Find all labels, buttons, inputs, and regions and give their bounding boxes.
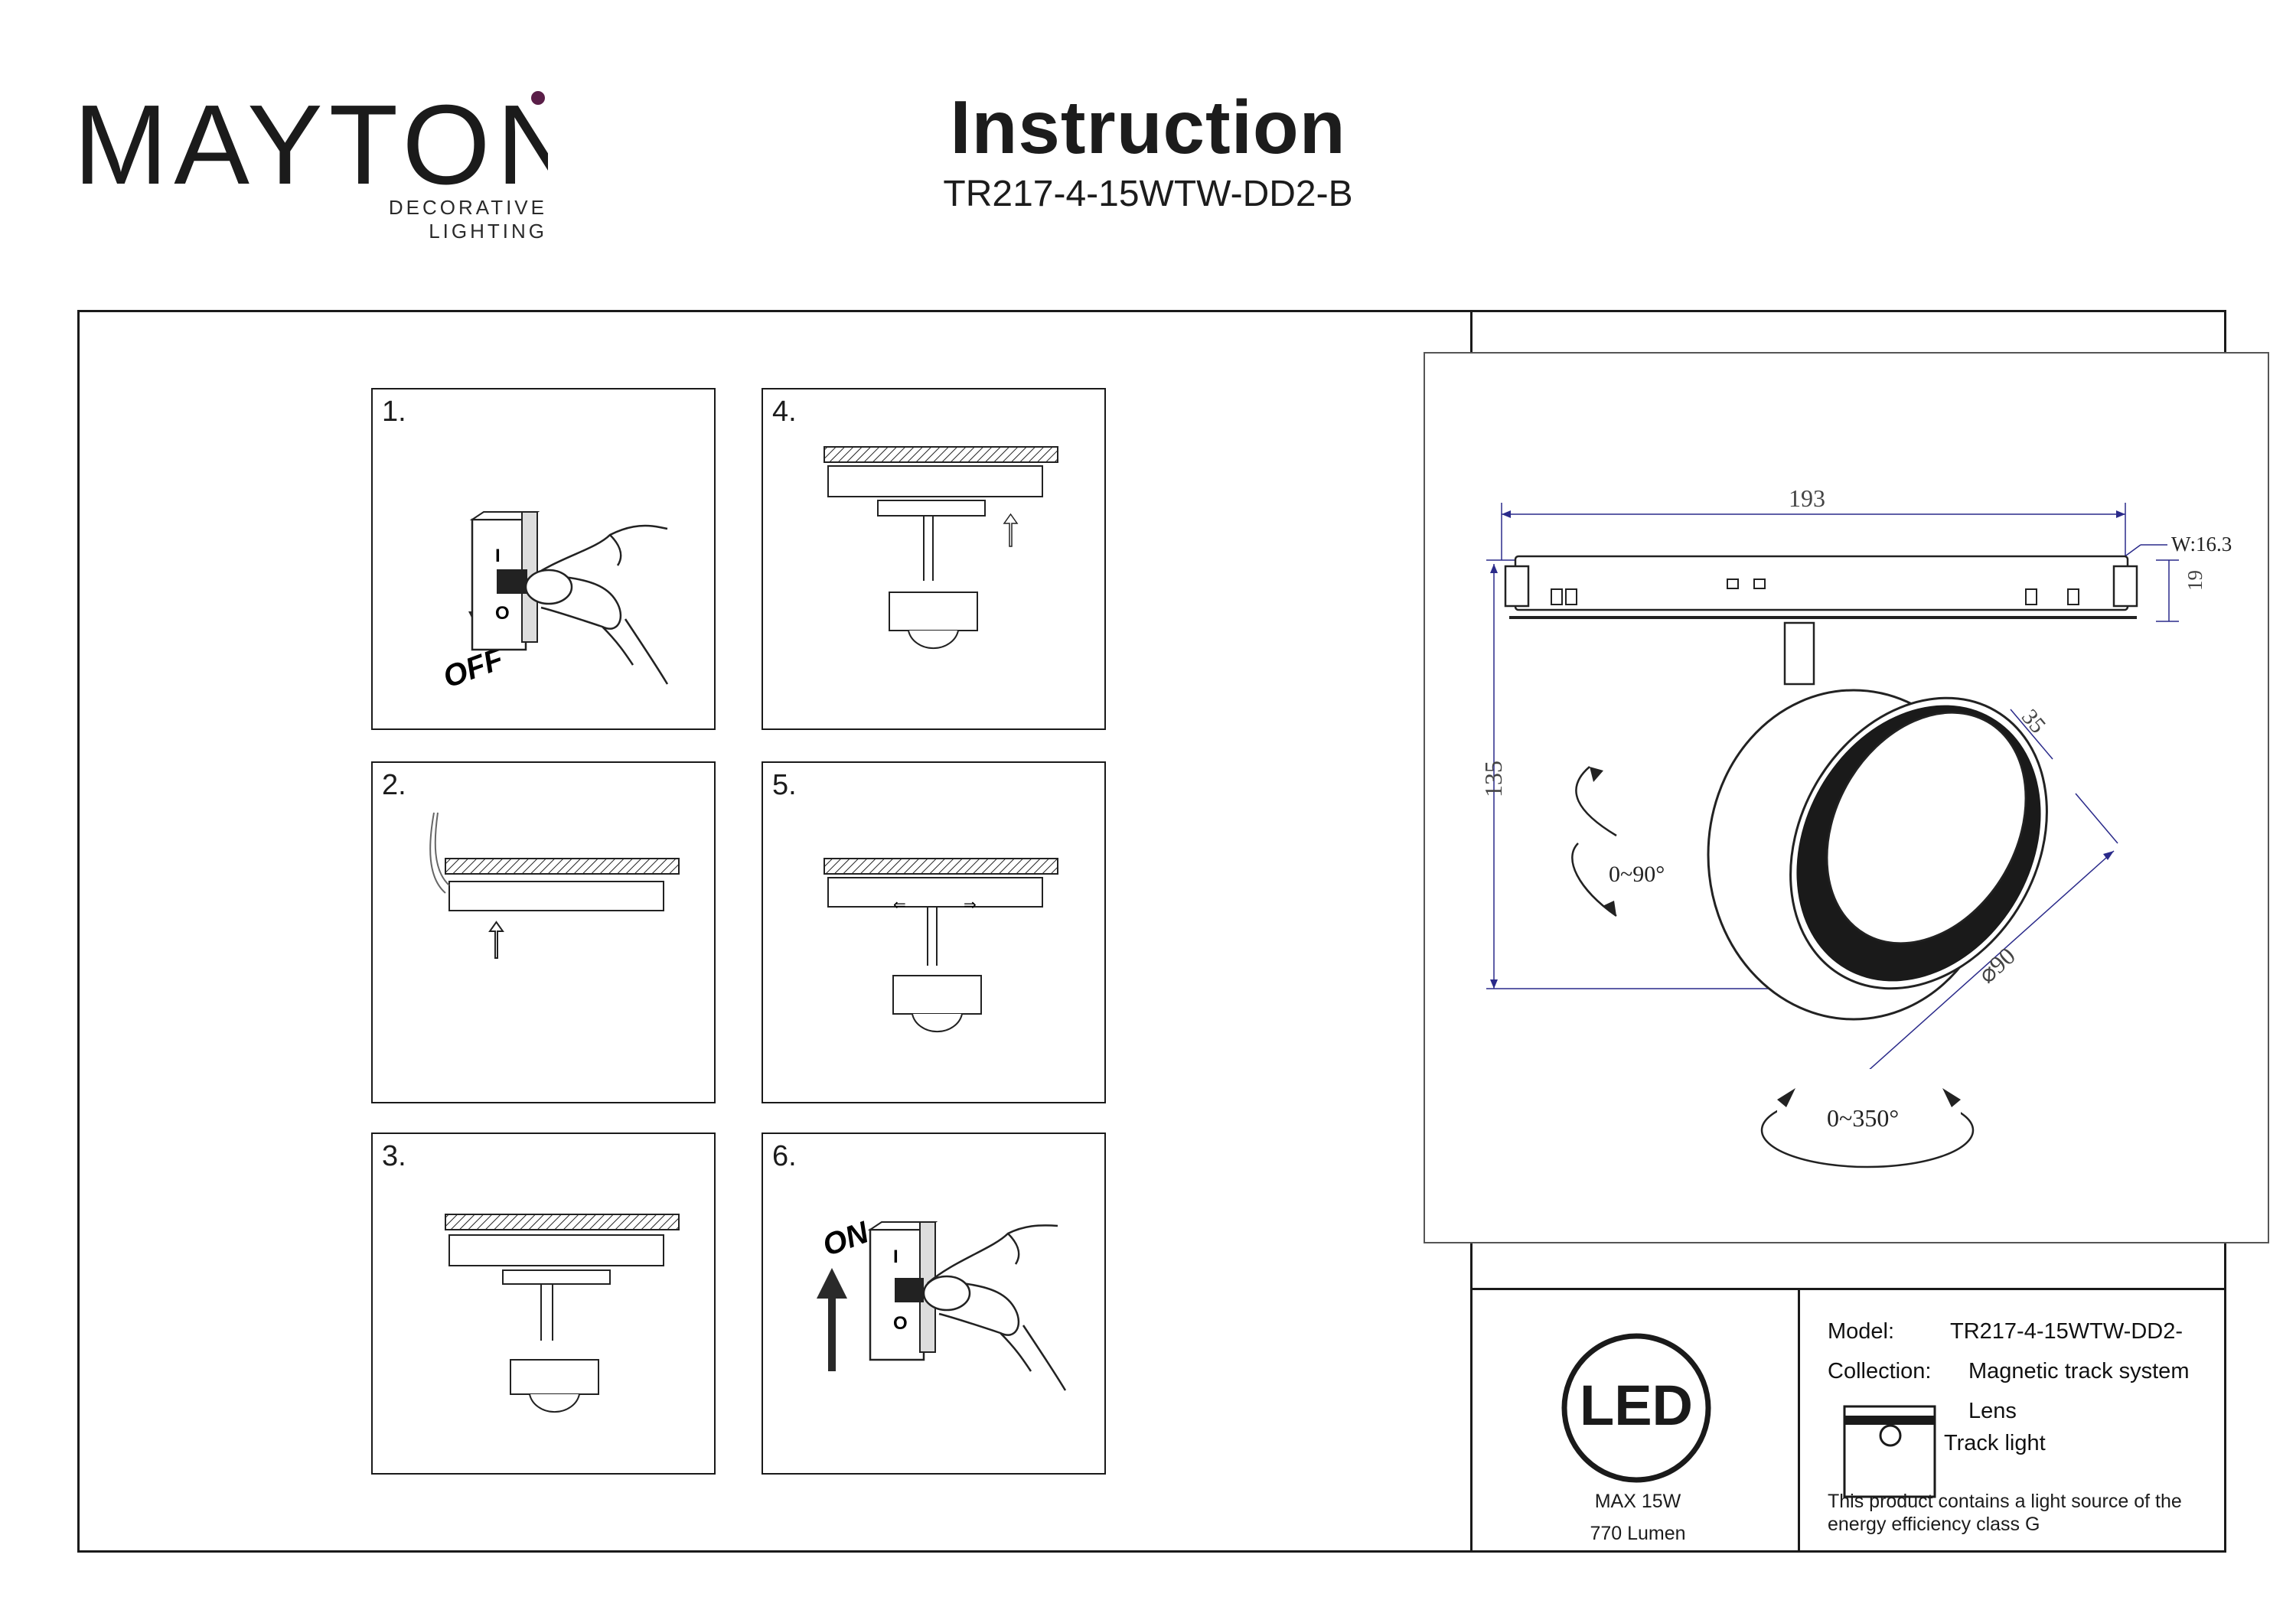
type-label: Track light — [1944, 1431, 2046, 1455]
step-number: 5. — [772, 769, 797, 801]
dim-width: W:16.3 — [2171, 533, 2232, 556]
model-label: Model: — [1828, 1319, 1895, 1344]
lock-lamp-icon: ⇐ ⇒ — [823, 858, 1058, 1033]
dim-rail-height: 19 — [2183, 570, 2206, 591]
lens-label: Lens — [1968, 1399, 2017, 1423]
step-number: 1. — [382, 396, 406, 428]
rotation-arrow-icon: 0~350° — [1760, 1069, 1975, 1168]
insert-lamp-icon — [823, 446, 1058, 650]
page-title: Instruction — [950, 85, 1346, 169]
switch-on-mark: I — [893, 1247, 899, 1267]
step-4-panel: 4. — [762, 388, 1106, 730]
step-number: 4. — [772, 396, 797, 428]
frame-divider-horizontal — [1470, 1288, 2226, 1290]
rotation-range: 0~350° — [1827, 1104, 1899, 1132]
on-label: ON — [818, 1215, 873, 1263]
step-number: 2. — [382, 769, 406, 801]
led-lumen: 770 Lumen — [1590, 1523, 1686, 1544]
logo-dot-icon — [531, 91, 545, 105]
dim-length: 193 — [1789, 484, 1825, 512]
svg-text:⇒: ⇒ — [964, 897, 977, 914]
step-1-panel: 1. OFF I O — [371, 388, 716, 730]
attach-lamp-icon — [445, 1214, 680, 1413]
led-power: MAX 15W — [1594, 1491, 1681, 1512]
collection-value: Magnetic track system — [1968, 1359, 2190, 1383]
step-number: 6. — [772, 1140, 797, 1172]
logo-wordmark-text: MAYTONI — [73, 90, 548, 197]
step-3-panel: 3. — [371, 1133, 716, 1475]
switch-off-icon: OFF I O — [439, 511, 669, 695]
step-number: 3. — [382, 1140, 406, 1172]
mount-rail-icon — [429, 812, 680, 959]
step-5-panel: 5. ⇐ ⇒ — [762, 761, 1106, 1103]
track-light-dimension-drawing: 193 W:16.3 19 135 35 ⌀90 — [1479, 484, 2232, 1168]
model-value: TR217-4-15WTW-DD2- — [1950, 1319, 2183, 1344]
dim-height: 135 — [1479, 761, 1507, 797]
switch-off-mark: O — [893, 1313, 908, 1334]
logo-tagline: DECORATIVE LIGHTING — [388, 196, 547, 243]
tilt-arrow-icon: 0~90° — [1571, 766, 1665, 917]
energy-note-line2: energy efficiency class G — [1828, 1514, 2040, 1535]
track-light-type-icon — [1843, 1405, 1936, 1498]
svg-text:⇐: ⇐ — [893, 897, 906, 914]
collection-label: Collection: — [1828, 1359, 1932, 1383]
led-badge-text: LED — [1580, 1374, 1693, 1437]
tilt-range: 0~90° — [1609, 862, 1665, 887]
energy-note-line1: This product contains a light source of … — [1828, 1491, 2182, 1512]
dimension-drawing-panel: 193 W:16.3 19 135 35 ⌀90 — [1424, 352, 2269, 1243]
step-2-panel: 2. — [371, 761, 716, 1103]
switch-on-mark: I — [495, 546, 501, 566]
page-model-number: TR217-4-15WTW-DD2-B — [943, 174, 1353, 214]
frame-divider-info — [1798, 1288, 1800, 1553]
switch-off-mark: O — [495, 603, 510, 624]
led-badge-icon: LED — [1561, 1333, 1711, 1483]
step-6-panel: 6. ON I O — [762, 1133, 1106, 1475]
switch-on-icon: ON I O — [817, 1215, 1067, 1391]
maytoni-logo: MAYTONI — [73, 90, 548, 197]
